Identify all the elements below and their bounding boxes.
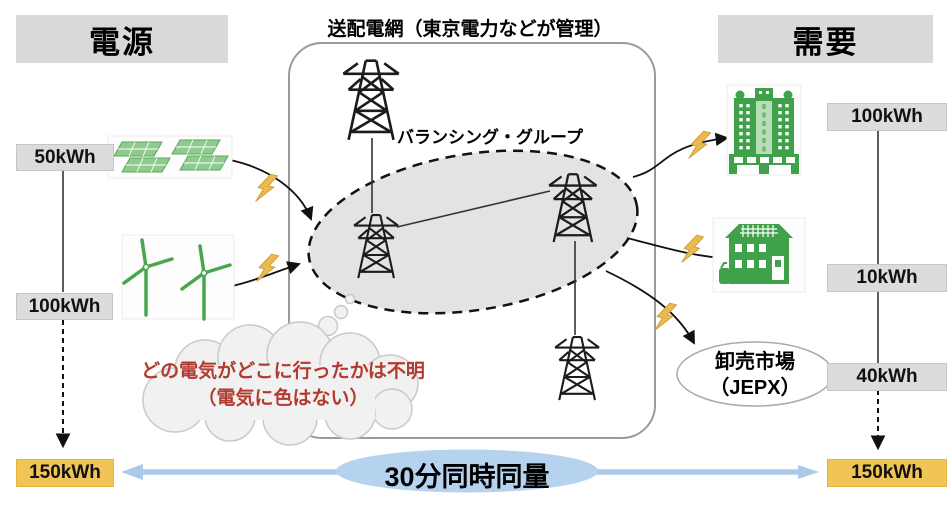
jepx-market-abbr: （JEPX） bbox=[709, 377, 801, 399]
market-demand-box: 40kWh bbox=[827, 363, 947, 391]
cloud-note-line1: どの電気がどこに行ったかは不明 bbox=[141, 361, 425, 382]
cloud-note-text: どの電気がどこに行ったかは不明 （電気に色はない） bbox=[128, 358, 438, 412]
office-demand-box: 100kWh bbox=[827, 103, 947, 131]
demand-total-box: 150kWh bbox=[827, 459, 947, 487]
office-flow-arrow bbox=[632, 132, 730, 178]
lightning-bolt-icon bbox=[680, 232, 705, 267]
solar-output-box: 50kWh bbox=[16, 144, 114, 171]
solar-flow-arrow bbox=[229, 159, 314, 221]
wind-output-box: 100kWh bbox=[16, 293, 113, 320]
lightning-bolt-icon bbox=[254, 171, 279, 206]
cloud-note-line2: （電気に色はない） bbox=[197, 388, 369, 409]
thought-cloud bbox=[142, 293, 419, 446]
tower-line-2 bbox=[396, 190, 551, 228]
wind-turbine-icon bbox=[121, 234, 235, 321]
apartment-building-icon bbox=[712, 217, 806, 293]
sync-banner-label: 30分同時同量 bbox=[384, 462, 550, 492]
supply-total-box: 150kWh bbox=[16, 459, 114, 487]
lightning-bolt-icon bbox=[255, 251, 280, 286]
jepx-market-name: 卸売市場 bbox=[715, 351, 795, 373]
balancing-group-label: バランシング・グループ bbox=[397, 128, 583, 147]
solar-panel-icon bbox=[107, 135, 233, 179]
power-source-header: 電源 bbox=[16, 15, 228, 63]
office-building-icon bbox=[726, 84, 802, 176]
apartment-demand-box: 10kWh bbox=[827, 264, 947, 292]
lightning-bolt-icon bbox=[653, 300, 678, 335]
sync-banner-ellipse bbox=[336, 449, 598, 493]
jepx-market-label: 卸売市場 （JEPX） bbox=[691, 349, 819, 401]
transmission-tower-icon bbox=[553, 336, 601, 402]
market-flow-arrow bbox=[605, 270, 695, 345]
wind-flow-arrow bbox=[227, 261, 301, 288]
grid-network-title: 送配電網（東京電力などが管理） bbox=[327, 19, 613, 40]
demand-header: 需要 bbox=[718, 15, 933, 63]
